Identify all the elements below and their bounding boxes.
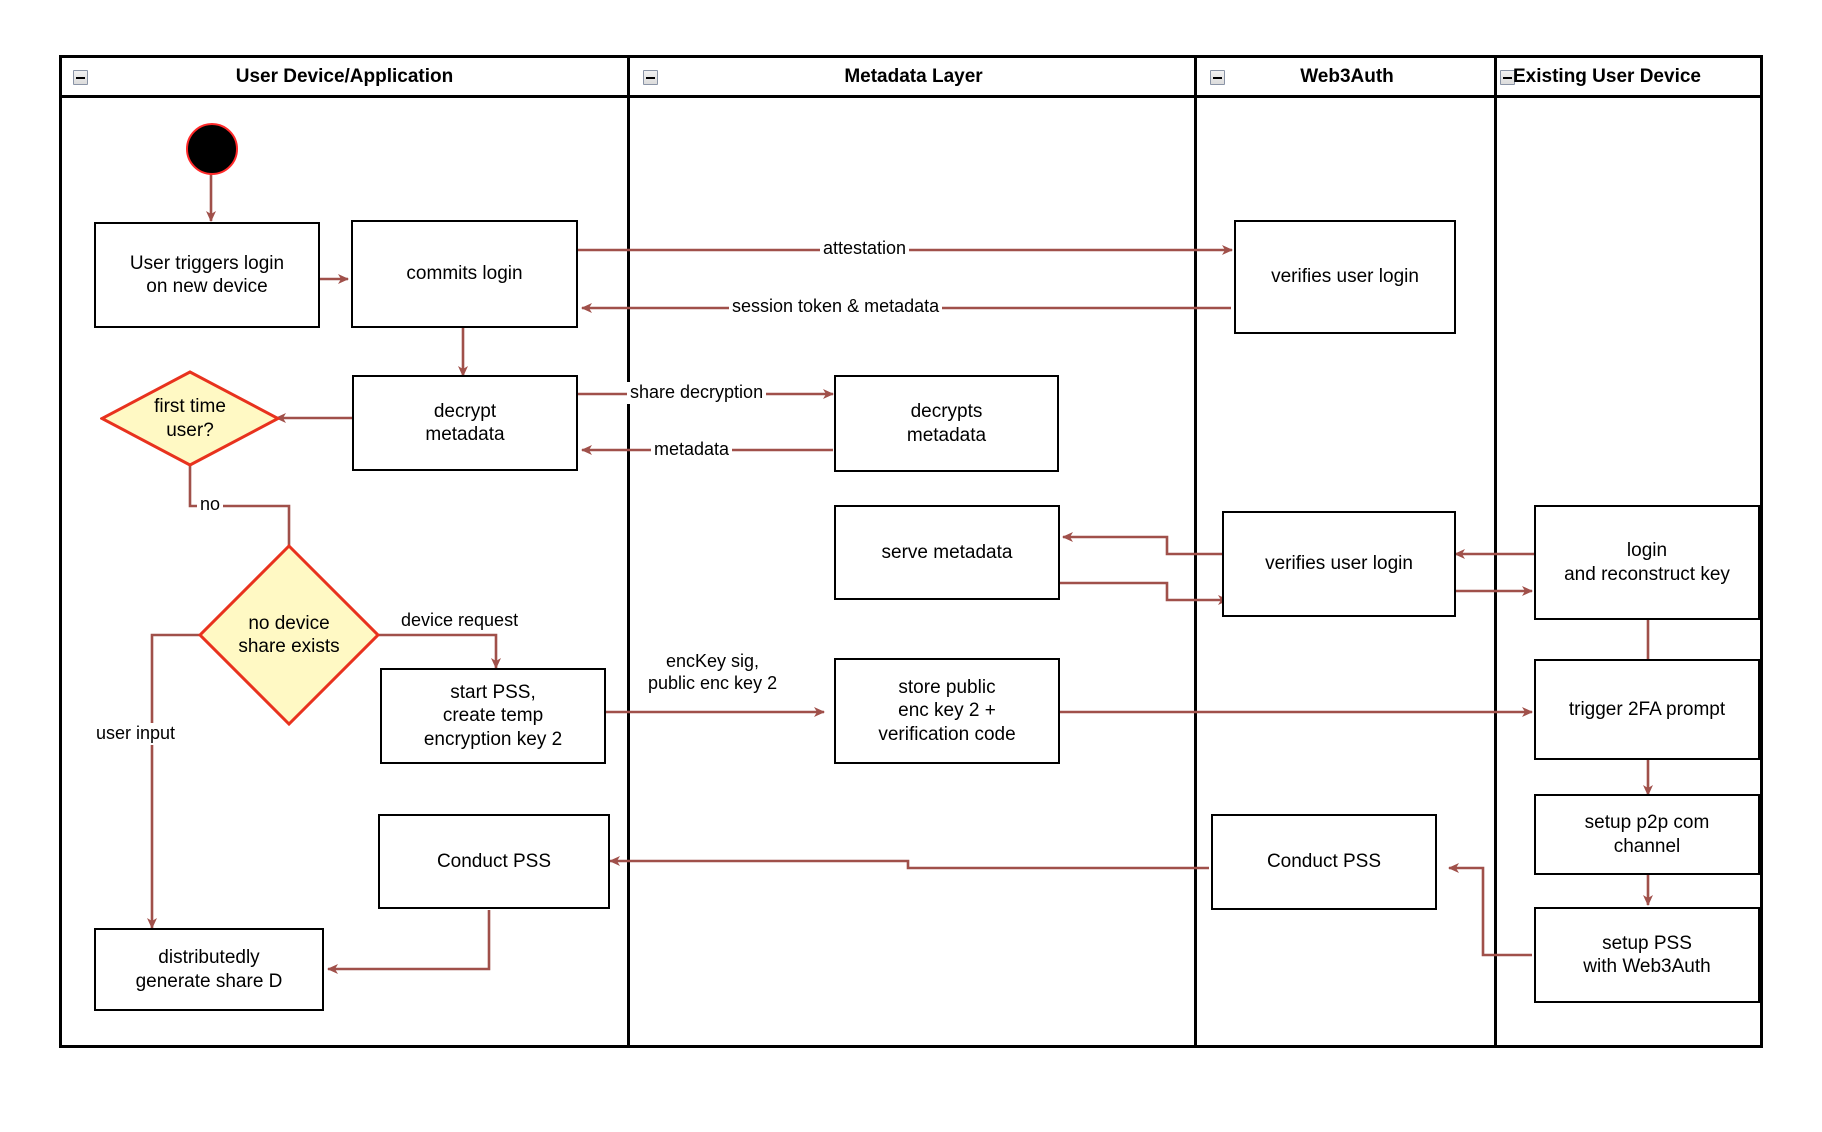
node-verifies-user-login-1[interactable]: verifies user login bbox=[1234, 220, 1456, 334]
edge-label-share-decryption: share decryption bbox=[627, 382, 767, 404]
edge-label-metadata: metadata bbox=[651, 439, 733, 461]
node-user-triggers-login[interactable]: User triggers login on new device bbox=[94, 222, 320, 328]
node-conduct-pss-web3auth[interactable]: Conduct PSS bbox=[1211, 814, 1437, 910]
edge-label-session-token-metadata: session token & metadata bbox=[729, 296, 943, 318]
node-serve-metadata[interactable]: serve metadata bbox=[834, 505, 1060, 600]
collapse-icon-web3auth[interactable] bbox=[1210, 70, 1225, 85]
lane-title-user-device: User Device/Application bbox=[235, 66, 454, 87]
node-decrypt-metadata[interactable]: decrypt metadata bbox=[352, 375, 578, 471]
start-node bbox=[186, 123, 238, 175]
collapse-icon-metadata-layer[interactable] bbox=[643, 70, 658, 85]
edge-label-no: no bbox=[197, 494, 224, 516]
node-store-public-enc-key[interactable]: store public enc key 2 + verification co… bbox=[834, 658, 1060, 764]
lane-title-metadata-layer: Metadata Layer bbox=[844, 66, 983, 87]
node-commits-login[interactable]: commits login bbox=[351, 220, 578, 328]
node-trigger-2fa-prompt[interactable]: trigger 2FA prompt bbox=[1534, 659, 1760, 760]
lane-title-web3auth: Web3Auth bbox=[1300, 66, 1394, 87]
node-start-pss[interactable]: start PSS, create temp encryption key 2 bbox=[380, 668, 606, 764]
diamond-shape bbox=[198, 544, 380, 726]
edge-label-user-input: user input bbox=[93, 723, 179, 745]
node-setup-pss-with-web3auth[interactable]: setup PSS with Web3Auth bbox=[1534, 907, 1760, 1003]
lane-divider-user-device bbox=[59, 55, 630, 1048]
edge-label-enckey-sig: encKey sig, public enc key 2 bbox=[648, 651, 778, 693]
node-decrypts-metadata[interactable]: decrypts metadata bbox=[834, 375, 1059, 472]
node-conduct-pss-user[interactable]: Conduct PSS bbox=[378, 814, 610, 909]
diamond-shape bbox=[100, 370, 280, 467]
lane-divider-web3auth bbox=[1197, 55, 1497, 1048]
edge-label-device-request: device request bbox=[401, 610, 519, 630]
node-no-device-share-exists[interactable]: no device share exists bbox=[198, 544, 380, 726]
edge-label-attestation: attestation bbox=[820, 238, 910, 260]
node-verifies-user-login-2[interactable]: verifies user login bbox=[1222, 511, 1456, 617]
node-login-and-reconstruct-key[interactable]: login and reconstruct key bbox=[1534, 505, 1760, 620]
lane-title-existing-user-device: Existing User Device bbox=[1513, 66, 1701, 87]
node-setup-p2p-com-channel[interactable]: setup p2p com channel bbox=[1534, 794, 1760, 875]
collapse-icon-user-device[interactable] bbox=[73, 70, 88, 85]
node-distributedly-generate-share-d[interactable]: distributedly generate share D bbox=[94, 928, 324, 1011]
swimlane-header-row bbox=[59, 55, 1763, 98]
node-first-time-user[interactable]: first time user? bbox=[100, 370, 280, 467]
collapse-icon-existing-user-device[interactable] bbox=[1500, 70, 1515, 85]
